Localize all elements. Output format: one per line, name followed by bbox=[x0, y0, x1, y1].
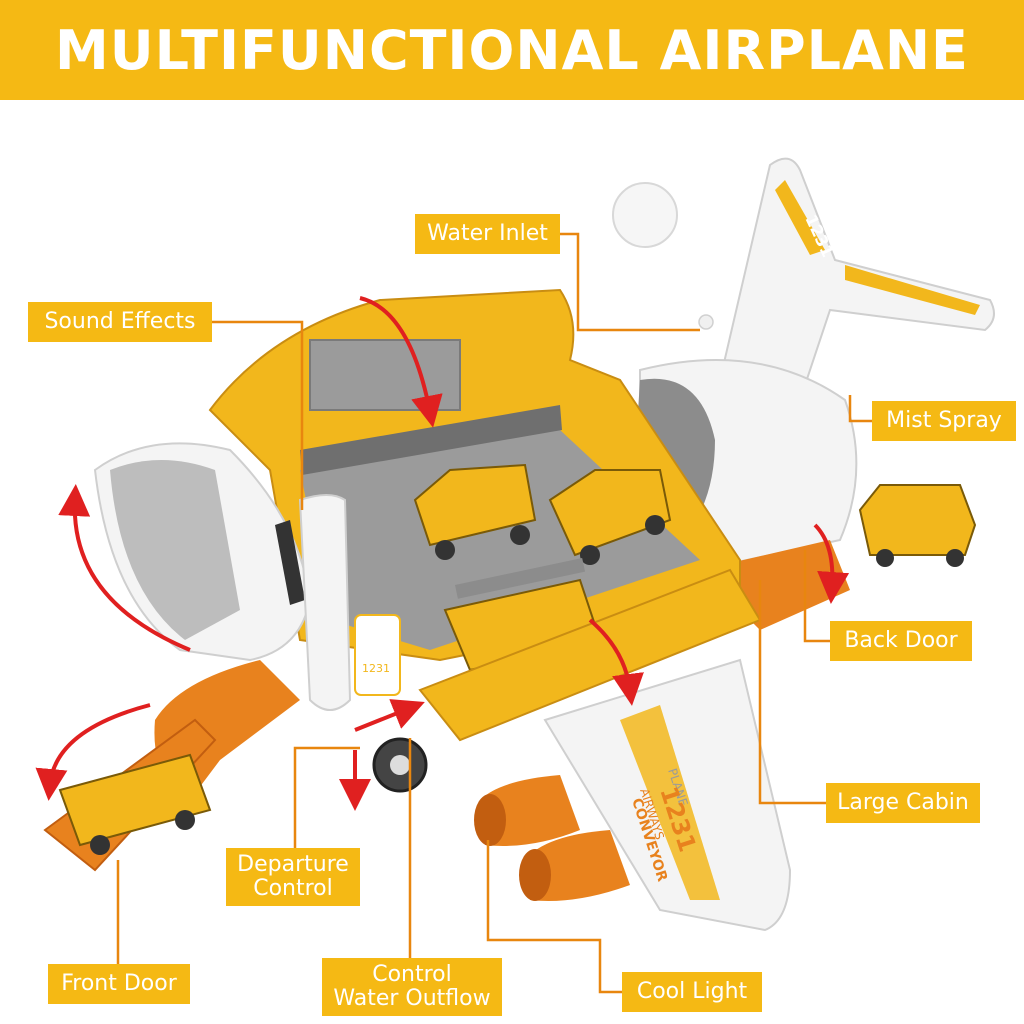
motion-arrows bbox=[35, 296, 850, 811]
main-wing: PLANE AIRWAYS 1231 CONVEYOR bbox=[543, 658, 792, 932]
label-back-door: Back Door bbox=[830, 621, 972, 661]
front-fuselage-ring: 1231 bbox=[298, 494, 401, 711]
label-departure-control: Departure Control bbox=[226, 848, 360, 906]
engines bbox=[474, 775, 630, 901]
ramp-fire-truck bbox=[58, 753, 212, 855]
label-cool-light: Cool Light bbox=[622, 972, 762, 1012]
label-control-water-outflow: Control Water Outflow bbox=[322, 958, 502, 1016]
water-inlet-cap bbox=[612, 182, 714, 330]
airplane-nose bbox=[93, 442, 312, 662]
outside-van bbox=[858, 484, 977, 567]
label-water-inlet: Water Inlet bbox=[415, 214, 560, 254]
toy-van-1 bbox=[413, 463, 537, 560]
title-banner: MULTIFUNCTIONAL AIRPLANE bbox=[0, 0, 1024, 100]
body-number: 1231 bbox=[362, 662, 390, 675]
label-large-cabin: Large Cabin bbox=[826, 783, 980, 823]
label-sound-effects: Sound Effects bbox=[28, 302, 212, 342]
banner-title: MULTIFUNCTIONAL AIRPLANE bbox=[55, 18, 969, 82]
label-mist-spray: Mist Spray bbox=[872, 401, 1016, 441]
toy-suv bbox=[548, 469, 672, 565]
label-front-door: Front Door bbox=[48, 964, 190, 1004]
callout-lines bbox=[116, 232, 872, 994]
